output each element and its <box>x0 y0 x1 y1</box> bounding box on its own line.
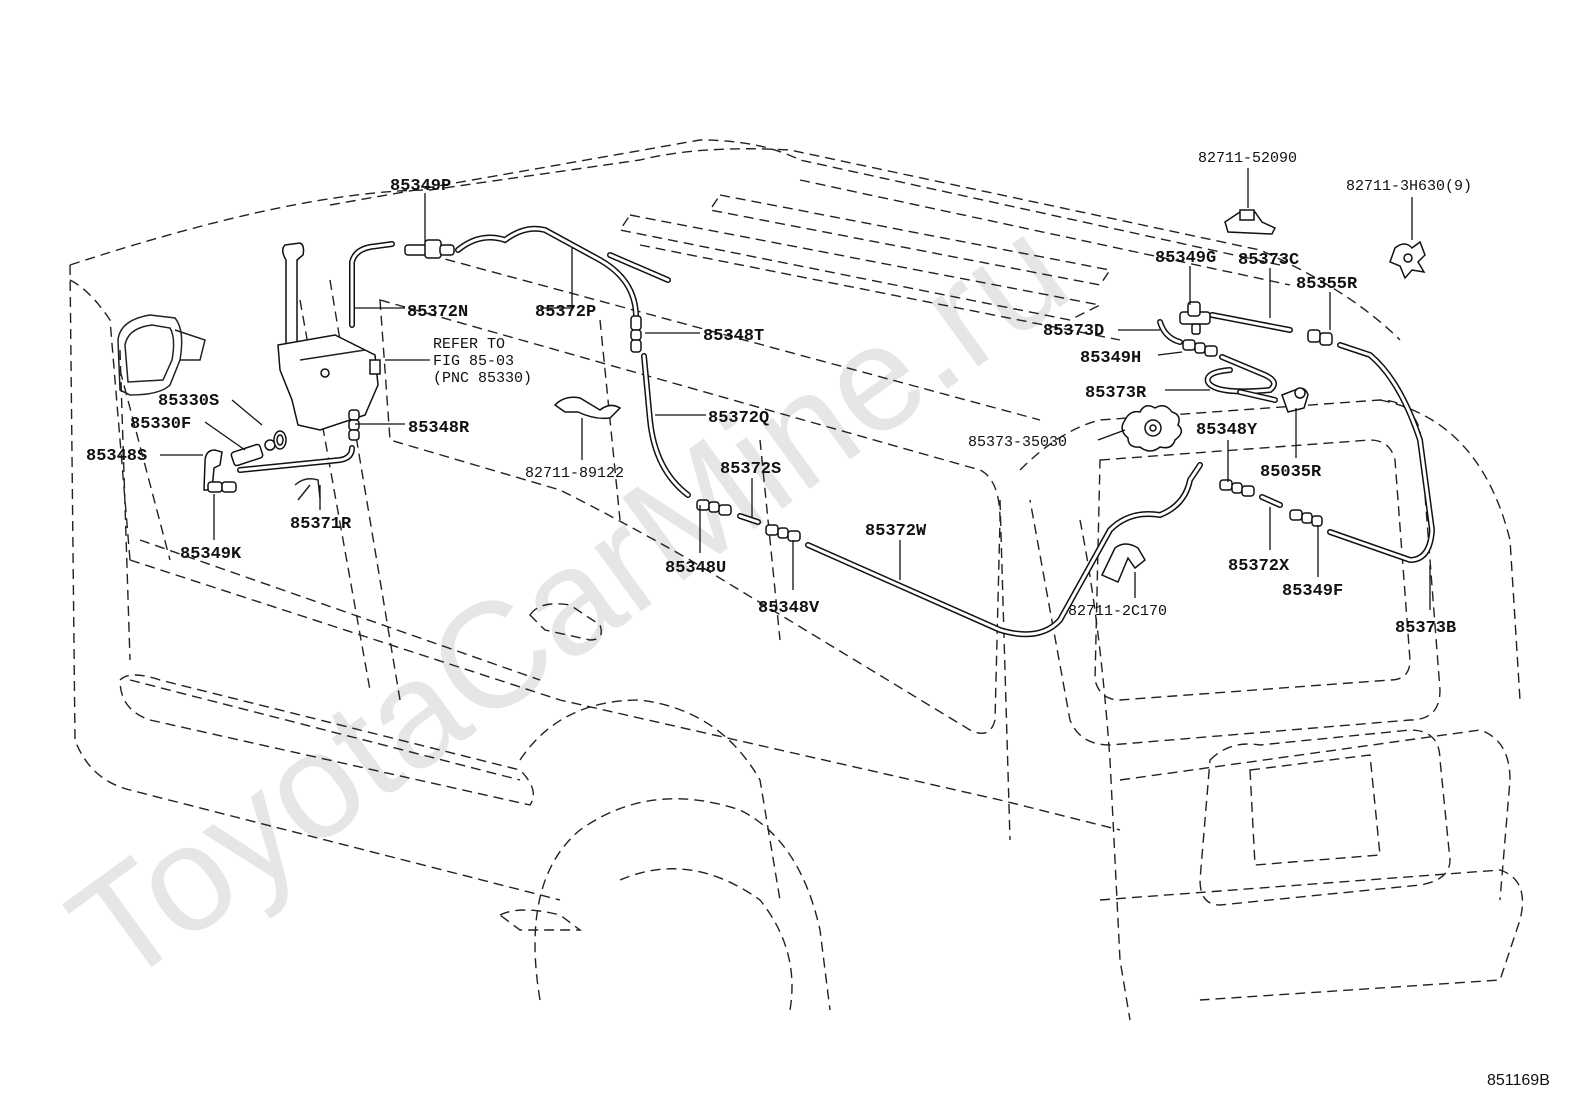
label-85349H[interactable]: 85349H <box>1080 349 1141 368</box>
label-85373R[interactable]: 85373R <box>1085 384 1147 403</box>
connector-85348R <box>348 409 360 441</box>
figure-id: 851169B <box>1487 1072 1550 1089</box>
label-85330F[interactable]: 85330F <box>130 415 191 434</box>
label-85348T[interactable]: 85348T <box>703 327 764 346</box>
label-82711-52090[interactable]: 82711-52090 <box>1198 150 1297 167</box>
label-85349F[interactable]: 85349F <box>1282 582 1343 601</box>
label-85371R[interactable]: 85371R <box>290 515 352 534</box>
connector-85348Y <box>1219 479 1255 497</box>
label-85355R[interactable]: 85355R <box>1296 275 1358 294</box>
label-85372Q[interactable]: 85372Q <box>708 409 769 428</box>
connector-85348T <box>630 315 642 353</box>
label-82711-3H630[interactable]: 82711-3H630(9) <box>1346 178 1472 195</box>
label-85348V[interactable]: 85348V <box>758 599 820 618</box>
label-85373C[interactable]: 85373C <box>1238 251 1299 270</box>
pump-85330F <box>230 439 276 467</box>
label-85348R[interactable]: 85348R <box>408 419 470 438</box>
label-85348S[interactable]: 85348S <box>86 447 147 466</box>
label-85349G[interactable]: 85349G <box>1155 249 1216 268</box>
reference-note-line1: REFER TO <box>433 336 505 353</box>
label-85349P[interactable]: 85349P <box>390 177 451 196</box>
grommet-85330S <box>273 430 287 450</box>
elbow-85348S <box>203 449 223 491</box>
side-mirror <box>117 314 206 396</box>
connector-85349H <box>1182 339 1218 357</box>
label-85373D[interactable]: 85373D <box>1043 322 1104 341</box>
label-85349K[interactable]: 85349K <box>180 545 242 564</box>
label-85372S[interactable]: 85372S <box>720 460 781 479</box>
washer-tank <box>277 242 381 431</box>
reference-note-line2: FIG 85-03 <box>433 353 514 370</box>
label-82711-89122[interactable]: 82711-89122 <box>525 465 624 482</box>
clip-82711-3H630 <box>1389 240 1426 280</box>
connector-85348V <box>765 524 801 542</box>
label-85035R[interactable]: 85035R <box>1260 463 1322 482</box>
part-labels: 85349P 85372N 85372P 85348T REFER TO FIG… <box>86 150 1472 638</box>
connector-85355R <box>1307 329 1333 346</box>
label-85348U[interactable]: 85348U <box>665 559 726 578</box>
label-82711-2C170[interactable]: 82711-2C170 <box>1068 603 1167 620</box>
label-85372N[interactable]: 85372N <box>407 303 468 322</box>
nozzle-85035R <box>1281 387 1309 413</box>
label-85373-35030[interactable]: 85373-35030 <box>968 434 1067 451</box>
leader-lines <box>160 168 1431 610</box>
label-85330S[interactable]: 85330S <box>158 392 219 411</box>
label-85348Y[interactable]: 85348Y <box>1196 421 1258 440</box>
connector-85349K <box>207 481 237 493</box>
grommet-85373-35030 <box>1121 405 1183 452</box>
connector-85349F <box>1289 509 1323 527</box>
label-85372P[interactable]: 85372P <box>535 303 596 322</box>
label-85372W[interactable]: 85372W <box>865 522 927 541</box>
reference-note-line3: (PNC 85330) <box>433 370 532 387</box>
label-85373B[interactable]: 85373B <box>1395 619 1456 638</box>
clip-82711-52090 <box>1224 209 1277 235</box>
clip-82711-2C170 <box>1100 543 1146 583</box>
joint-85349G <box>1179 301 1211 335</box>
label-85372X[interactable]: 85372X <box>1228 557 1290 576</box>
joint-85349P <box>404 239 455 259</box>
clamp-82711-89122 <box>553 396 622 420</box>
